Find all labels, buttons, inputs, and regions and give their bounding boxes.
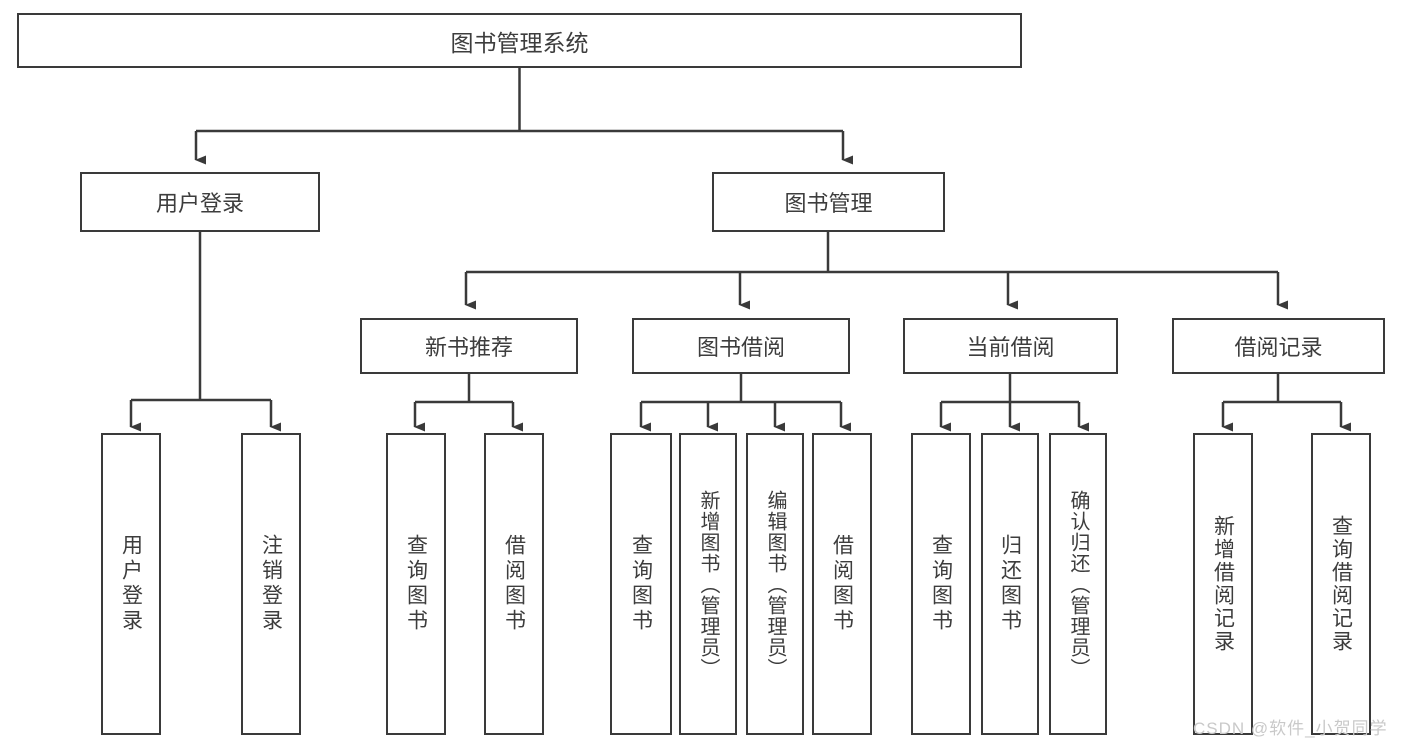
leaf-confirm-return-admin[interactable]: 确认归还（管理员） xyxy=(1049,433,1107,735)
node-borrow-record-label: 借阅记录 xyxy=(1234,335,1323,360)
node-book-management[interactable]: 图书管理 xyxy=(712,172,945,232)
node-book-management-label: 图书管理 xyxy=(784,191,873,216)
leaf-logout[interactable]: 注销登录 xyxy=(241,433,301,735)
leaf-logout-label: 注销登录 xyxy=(259,534,283,634)
leaf-return-book[interactable]: 归还图书 xyxy=(981,433,1039,735)
leaf-add-borrow-record[interactable]: 新增借阅记录 xyxy=(1193,433,1253,735)
leaf-query-book-borrow-label: 查询图书 xyxy=(629,534,653,634)
node-user-login-label: 用户登录 xyxy=(155,191,244,216)
leaf-query-borrow-record[interactable]: 查询借阅记录 xyxy=(1311,433,1371,735)
node-root[interactable]: 图书管理系统 xyxy=(17,13,1022,68)
leaf-borrow-book-borrow[interactable]: 借阅图书 xyxy=(812,433,872,735)
leaf-query-book-current-label: 查询图书 xyxy=(929,534,953,634)
node-book-borrow-label: 图书借阅 xyxy=(696,335,785,360)
csdn-watermark: CSDN @软件_小贺同学 xyxy=(1193,719,1388,738)
leaf-edit-book-admin[interactable]: 编辑图书（管理员） xyxy=(746,433,804,735)
leaf-add-book-admin[interactable]: 新增图书（管理员） xyxy=(679,433,737,735)
leaf-query-borrow-record-label: 查询借阅记录 xyxy=(1329,515,1353,653)
leaf-borrow-book-recommend[interactable]: 借阅图书 xyxy=(484,433,544,735)
node-root-label: 图书管理系统 xyxy=(450,29,589,56)
node-borrow-record[interactable]: 借阅记录 xyxy=(1172,318,1385,374)
leaf-add-book-admin-label: 新增图书（管理员） xyxy=(697,489,719,679)
leaf-borrow-book-recommend-label: 借阅图书 xyxy=(502,534,526,634)
leaf-edit-book-admin-label: 编辑图书（管理员） xyxy=(764,489,786,679)
node-new-book-recommend[interactable]: 新书推荐 xyxy=(360,318,578,374)
node-new-book-recommend-label: 新书推荐 xyxy=(424,335,513,360)
node-book-borrow[interactable]: 图书借阅 xyxy=(632,318,850,374)
node-user-login[interactable]: 用户登录 xyxy=(80,172,320,232)
leaf-return-book-label: 归还图书 xyxy=(998,534,1022,634)
leaf-query-book-borrow[interactable]: 查询图书 xyxy=(610,433,672,735)
node-current-borrow-label: 当前借阅 xyxy=(966,335,1055,360)
leaf-confirm-return-admin-label: 确认归还（管理员） xyxy=(1067,489,1089,679)
leaf-borrow-book-borrow-label: 借阅图书 xyxy=(830,534,854,634)
leaf-query-book-current[interactable]: 查询图书 xyxy=(911,433,971,735)
leaf-query-book-recommend[interactable]: 查询图书 xyxy=(386,433,446,735)
leaf-user-login[interactable]: 用户登录 xyxy=(101,433,161,735)
leaf-query-book-recommend-label: 查询图书 xyxy=(404,534,428,634)
leaf-add-borrow-record-label: 新增借阅记录 xyxy=(1211,515,1235,653)
leaf-user-login-label: 用户登录 xyxy=(119,534,143,634)
node-current-borrow[interactable]: 当前借阅 xyxy=(903,318,1118,374)
